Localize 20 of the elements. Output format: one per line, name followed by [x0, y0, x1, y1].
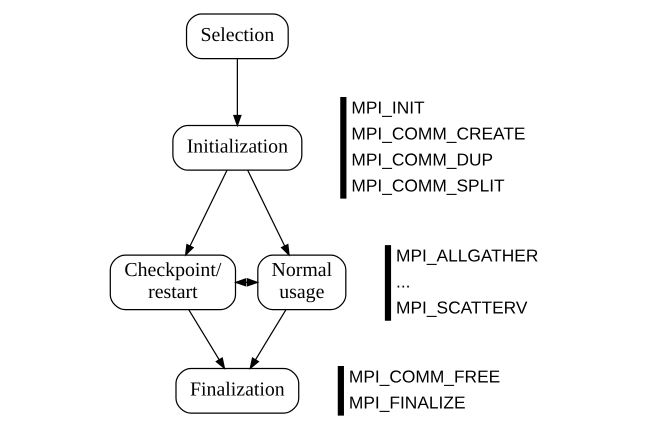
label: ...	[396, 271, 410, 292]
label: MPI_INIT	[350, 96, 424, 117]
node-box: Checkpoint/ restart	[109, 254, 236, 310]
label: MPI_COMM_CREATE	[350, 122, 526, 143]
label: MPI_COMM_SPLIT	[350, 174, 504, 195]
node-box: Normal usage	[256, 254, 346, 310]
node-box: Finalization	[174, 367, 299, 414]
arrow	[248, 308, 286, 370]
label: MPI_ALLGATHER	[396, 245, 538, 266]
label: MPI_COMM_FREE	[348, 366, 500, 386]
label: MPI_SCATTERV	[396, 297, 527, 318]
arrow	[232, 58, 242, 127]
node-box: Initialization	[172, 124, 302, 170]
arrow	[188, 308, 225, 370]
arrow	[246, 170, 290, 256]
node-box: Selection	[185, 12, 288, 59]
label: MPI_COMM_DUP	[350, 148, 493, 169]
arrow	[233, 278, 259, 286]
label: MPI_FINALIZE	[348, 392, 466, 412]
arrow	[184, 170, 228, 256]
